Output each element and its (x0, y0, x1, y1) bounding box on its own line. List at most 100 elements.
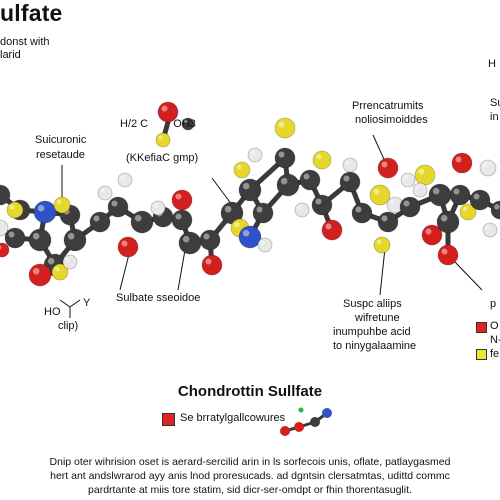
bottom-right-label-line-1: Suspc aliips (343, 298, 402, 310)
oxygen-atom (117, 236, 139, 258)
sulfur-atom (51, 263, 69, 281)
atom-highlight (161, 105, 168, 112)
sulfur-atom (53, 196, 71, 214)
hydrogen-atom (479, 159, 497, 177)
sulfur-atom (312, 150, 332, 170)
oxygen-atom (451, 152, 473, 174)
atom-highlight (381, 215, 388, 222)
atom-highlight (121, 240, 128, 247)
atom-highlight (494, 204, 500, 210)
edge-legend-yellow-square (476, 349, 487, 360)
carbon-atom (276, 173, 300, 197)
legend-oxygen-atom (294, 422, 304, 432)
leader-line (379, 247, 386, 296)
leader-line (59, 299, 71, 308)
oxygen-atom (201, 254, 223, 276)
atom-highlight (242, 182, 250, 190)
legend-nitrogen-atom (322, 408, 332, 418)
sulfur-atom (155, 132, 171, 148)
atom-highlight (47, 257, 55, 265)
sulfur-atom (459, 203, 477, 221)
carbon-atom (299, 169, 321, 191)
top-formula-right: OH3 (173, 118, 196, 130)
carbon-atom (490, 200, 500, 220)
atom-highlight (403, 175, 408, 180)
oxygen-atom (437, 244, 459, 266)
atom-highlight (153, 203, 158, 208)
oxygen-atom (321, 219, 343, 241)
atom-highlight (32, 267, 40, 275)
atom-highlight (315, 198, 322, 205)
carbon-atom (436, 210, 460, 234)
atom-highlight (234, 222, 240, 228)
subtitle-line-1: donst with (0, 36, 50, 48)
carbon-atom (428, 183, 452, 207)
left-label-line-1: Suicuronic (35, 134, 87, 146)
atom-highlight (440, 214, 448, 222)
atom-highlight (403, 200, 410, 207)
hydrogen-atom (482, 222, 498, 238)
atom-highlight (441, 248, 448, 255)
page-title: ulfate (0, 0, 63, 26)
carbon-atom (181, 117, 195, 131)
sulfur-atom (373, 236, 391, 254)
carbon-atom (252, 202, 274, 224)
carbon-atom (377, 211, 399, 233)
oxygen-atom (157, 101, 179, 123)
atom-highlight (373, 188, 380, 195)
hydrogen-atom (247, 147, 263, 163)
legend-mini-molecule (280, 407, 332, 436)
leader-line (177, 249, 186, 291)
right-top-label-line-1: Prrencatrumits (352, 100, 424, 112)
atom-highlight (0, 245, 2, 250)
oxygen-atom (421, 224, 443, 246)
atom-highlight (250, 150, 255, 155)
atom-highlight (111, 200, 118, 207)
atom-highlight (455, 156, 462, 163)
carbon-atom (4, 227, 26, 249)
atom-highlight (389, 199, 395, 205)
carbon-atom (399, 196, 421, 218)
atom-highlight (158, 135, 163, 140)
bottom-right-label-line-2: wifretune (355, 312, 400, 324)
hydrogen-atom (257, 237, 273, 253)
sulfur-atom (233, 161, 251, 179)
caption-title: Chondrottin Sullfate (177, 383, 323, 400)
atom-highlight (182, 235, 190, 243)
legend-text: Se brratylgallcowures (180, 412, 286, 424)
carbon-atom (171, 209, 193, 231)
edge-label-p: p (490, 298, 497, 310)
atom-highlight (345, 160, 350, 165)
hydrogen-atom (117, 172, 133, 188)
leader-line (69, 299, 81, 308)
atom-highlight (236, 164, 242, 170)
oxygen-atom (28, 263, 52, 287)
sulfur-atom (414, 164, 436, 186)
atom-highlight (32, 232, 40, 240)
clip-label: clip) (58, 320, 79, 332)
atom-highlight (100, 188, 105, 193)
carbon-atom (63, 228, 87, 252)
right-top-label-line-2: noliosimoiddes (355, 114, 428, 126)
legend-green-dot (298, 407, 304, 413)
edge-label-su: Su (490, 97, 500, 109)
left-label-line-2: resetaude (36, 149, 85, 161)
carbon-atom (28, 228, 52, 252)
edge-label-in: in (490, 111, 499, 123)
edge-legend-red-square (476, 322, 487, 333)
nitrogen-atom (238, 225, 262, 249)
atom-highlight (482, 162, 488, 168)
hydrogen-atom (294, 202, 310, 218)
edge-label-n: N- (490, 334, 500, 346)
atom-highlight (120, 175, 125, 180)
carbon-atom (199, 229, 221, 251)
atom-highlight (418, 168, 425, 175)
atom-highlight (453, 188, 460, 195)
atom-highlight (9, 204, 15, 210)
leader-line (211, 177, 233, 206)
hydrogen-atom (62, 254, 78, 270)
carbon-atom (0, 184, 11, 206)
atom-highlight (175, 213, 182, 220)
atom-highlight (93, 215, 100, 222)
atoms-group (0, 101, 500, 287)
